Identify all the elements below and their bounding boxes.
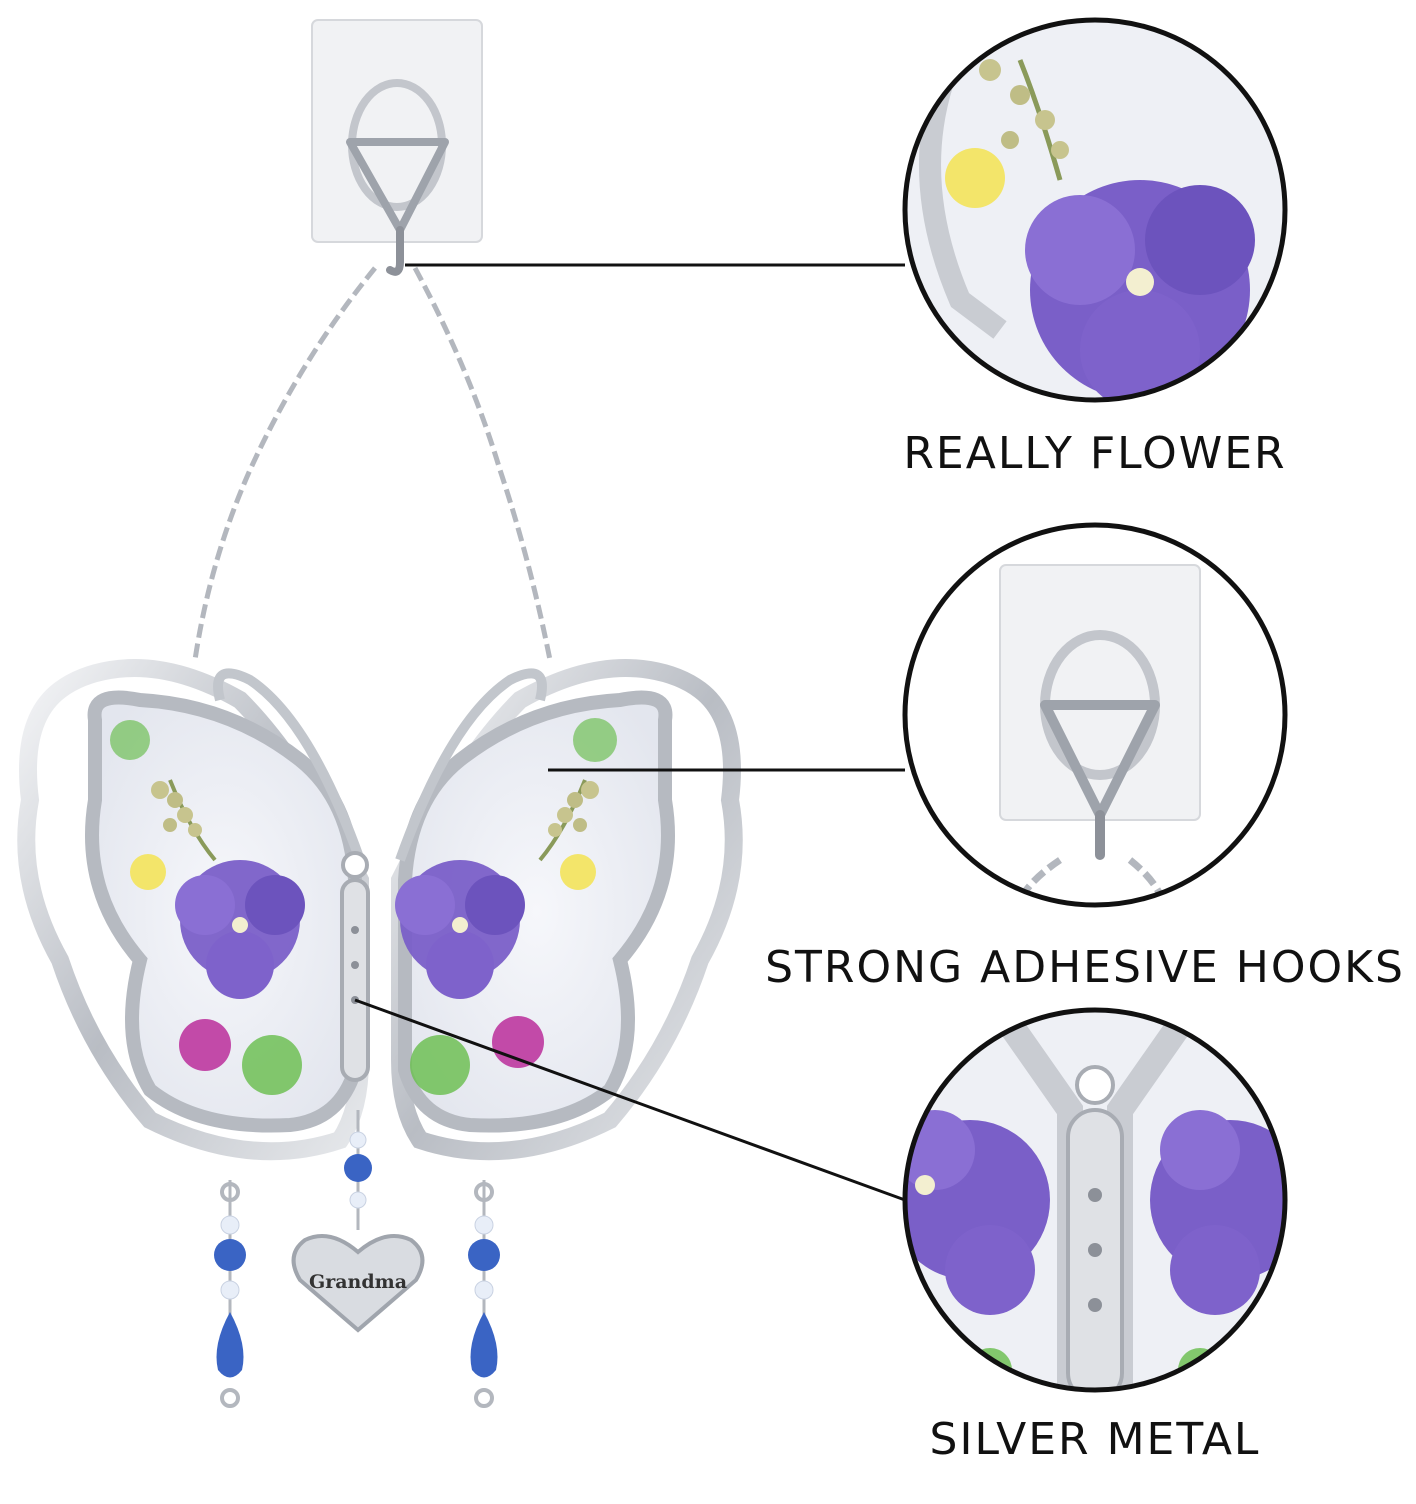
bead-dangles: Grandma [214, 1110, 500, 1408]
right-wing-flowers [395, 718, 617, 1095]
callout-label-really-flower: REALLY FLOWER [903, 428, 1287, 479]
callout-label-silver-metal: SILVER METAL [929, 1414, 1261, 1465]
callout-label-strong-adhesive-hooks: STRONG ADHESIVE HOOKS [765, 942, 1405, 993]
adhesive-hook [311, 19, 483, 276]
detail-circle-hook [902, 522, 1288, 908]
pendant-text: Grandma [309, 1271, 407, 1293]
butterfly-suncatcher [17, 659, 743, 1161]
heart-pendant [291, 1234, 425, 1333]
chain [192, 266, 553, 661]
detail-circle-flower [902, 17, 1288, 403]
left-wing-flowers [110, 720, 305, 1095]
callout-lines [354, 263, 906, 1202]
detail-circle-metal [902, 1007, 1288, 1393]
